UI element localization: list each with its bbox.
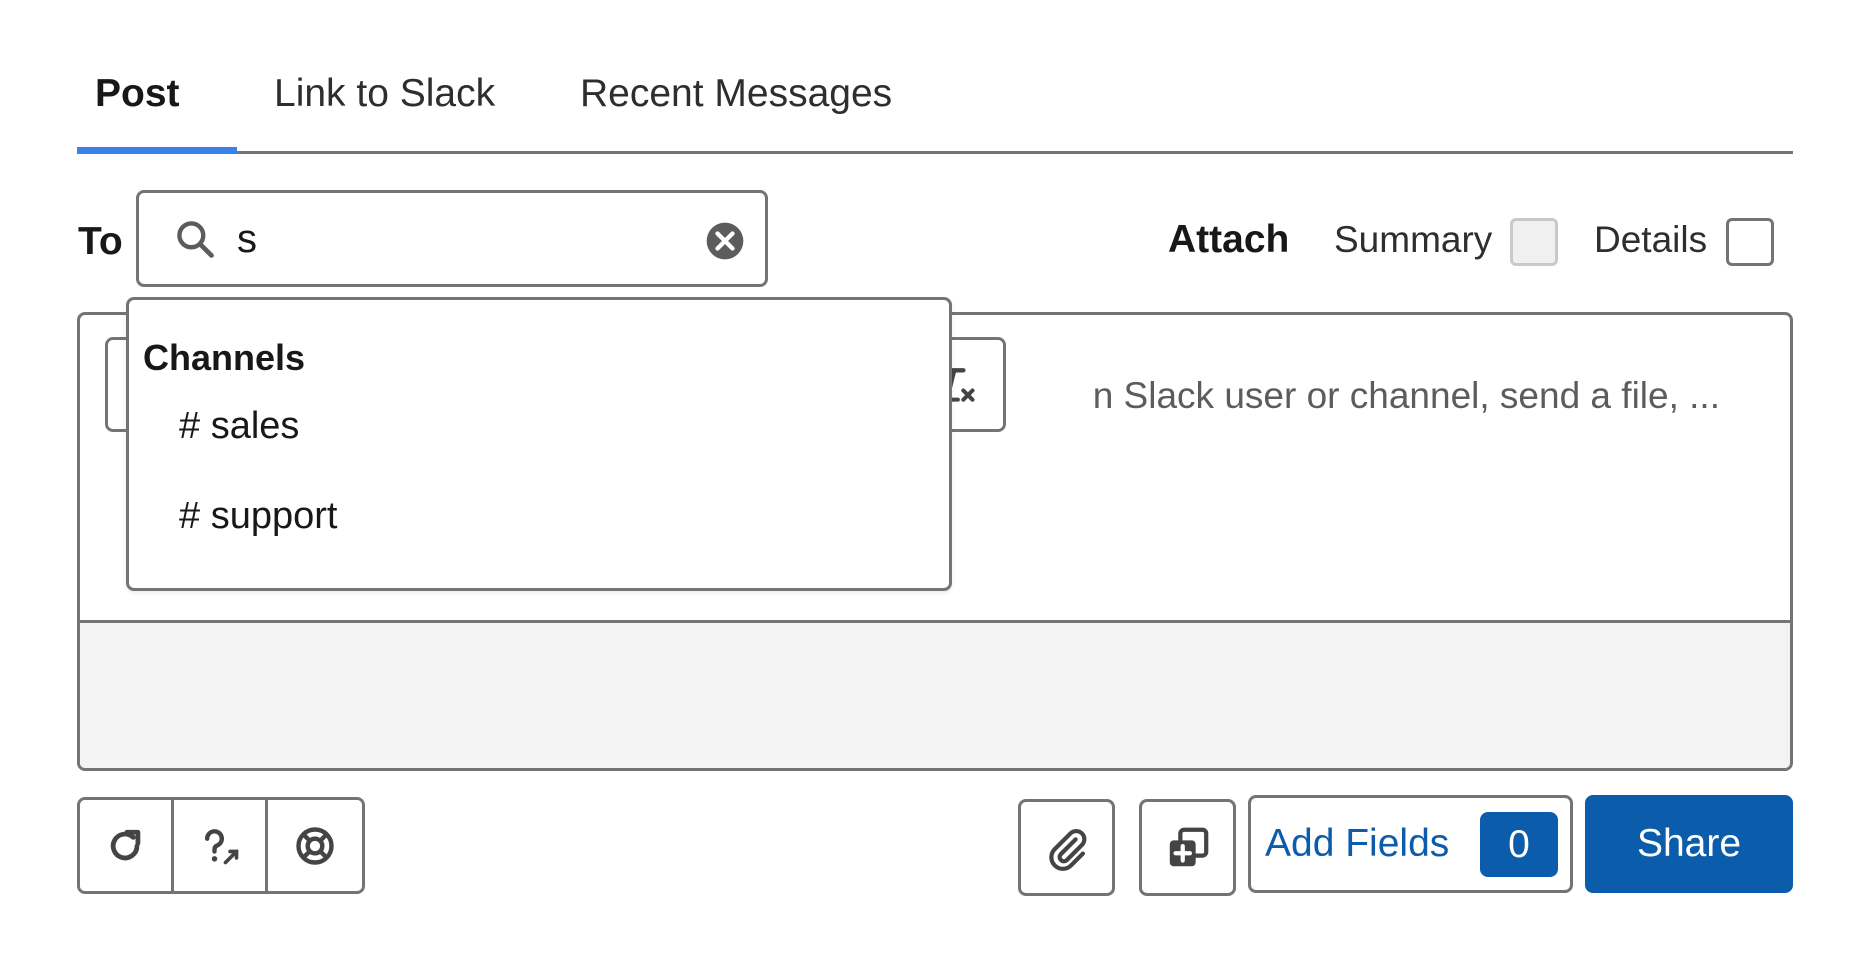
channels-heading: Channels bbox=[143, 337, 306, 378]
support-button[interactable] bbox=[268, 800, 362, 891]
details-label: Details bbox=[1594, 219, 1708, 260]
details-checkbox[interactable] bbox=[1726, 218, 1774, 266]
help-icon bbox=[204, 828, 238, 864]
attach-label: Attach bbox=[1168, 218, 1290, 261]
recipient-search-input[interactable] bbox=[237, 211, 667, 267]
recipient-search-box[interactable] bbox=[136, 190, 768, 287]
share-button[interactable]: Share bbox=[1585, 795, 1793, 893]
search-icon bbox=[177, 221, 214, 258]
add-fields-label: Add Fields bbox=[1265, 822, 1450, 865]
summary-label: Summary bbox=[1334, 219, 1493, 260]
channel-option-sales[interactable]: # sales bbox=[179, 405, 300, 447]
help-button[interactable] bbox=[174, 800, 268, 891]
add-fields-button[interactable]: Add Fields 0 bbox=[1248, 795, 1573, 893]
channel-option-support[interactable]: # support bbox=[179, 495, 338, 537]
attach-file-button[interactable] bbox=[1018, 799, 1115, 896]
tab-link-to-slack[interactable]: Link to Slack bbox=[274, 72, 496, 115]
add-copy-icon bbox=[1169, 827, 1208, 866]
support-icon bbox=[296, 826, 334, 865]
add-fields-count-badge: 0 bbox=[1480, 812, 1558, 877]
editor-placeholder: n Slack user or channel, send a file, ..… bbox=[1092, 375, 1720, 416]
summary-checkbox[interactable] bbox=[1510, 218, 1558, 266]
new-record-button[interactable] bbox=[1139, 799, 1236, 896]
tab-bar: Post Link to Slack Recent Messages bbox=[77, 0, 1793, 154]
refresh-icon bbox=[110, 829, 140, 860]
formatting-toolbar bbox=[80, 620, 1790, 768]
tab-recent-messages[interactable]: Recent Messages bbox=[580, 72, 893, 115]
to-label: To bbox=[78, 220, 123, 263]
tab-post[interactable]: Post bbox=[95, 72, 180, 115]
clear-icon[interactable] bbox=[705, 221, 745, 261]
paperclip-icon bbox=[1048, 828, 1086, 871]
refresh-button[interactable] bbox=[80, 800, 174, 891]
utility-button-group bbox=[77, 797, 365, 894]
recipient-suggestions-dropdown: Channels # sales # support bbox=[126, 297, 952, 591]
active-tab-indicator bbox=[77, 147, 237, 154]
